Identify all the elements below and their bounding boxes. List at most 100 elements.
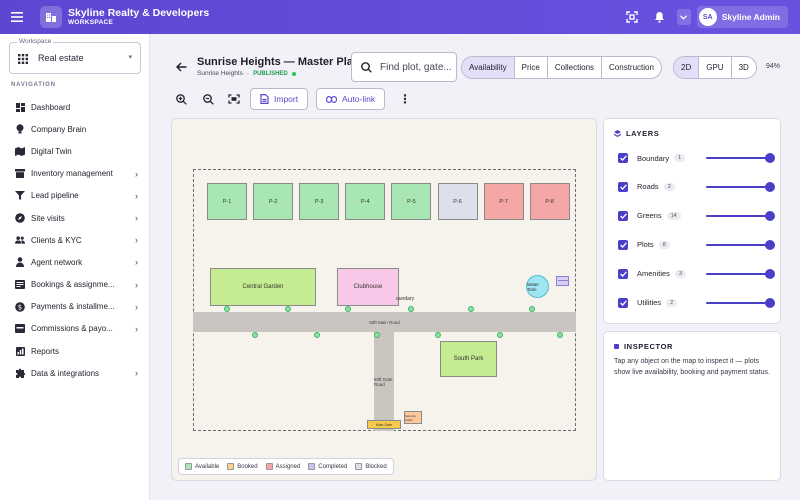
slider-knob[interactable] bbox=[765, 181, 775, 192]
nav-item-inventory-management[interactable]: Inventory management › bbox=[0, 163, 150, 185]
auto-link-button[interactable]: Auto-link bbox=[316, 88, 386, 110]
green-node[interactable] bbox=[252, 332, 258, 338]
workspace-select[interactable]: Workspace Real estate ▾ bbox=[9, 38, 141, 74]
inspector-title-text: INSPECTOR bbox=[624, 342, 674, 351]
plot-5[interactable]: P-5 bbox=[391, 183, 432, 220]
import-button[interactable]: Import bbox=[250, 88, 309, 110]
menu-button[interactable] bbox=[0, 0, 34, 34]
back-button[interactable] bbox=[173, 58, 189, 76]
security-cabin[interactable]: Security Cabin bbox=[404, 411, 422, 424]
utility-box[interactable] bbox=[556, 276, 569, 286]
tab-construction[interactable]: Construction bbox=[601, 57, 661, 78]
nav-item-dashboard[interactable]: Dashboard bbox=[0, 96, 150, 118]
green-node[interactable] bbox=[468, 306, 474, 312]
plot-label: P-3 bbox=[314, 198, 324, 205]
plot-8[interactable]: P-8 bbox=[529, 183, 570, 220]
nav-item-reports[interactable]: Reports bbox=[0, 340, 150, 362]
tab-3d[interactable]: 3D bbox=[730, 57, 756, 78]
gate-road[interactable]: 60ft Gate Road bbox=[374, 332, 394, 431]
tab-2d[interactable]: 2D bbox=[674, 57, 699, 78]
layer-checkbox[interactable] bbox=[618, 239, 628, 250]
search-icon bbox=[361, 61, 372, 73]
layer-opacity-slider[interactable] bbox=[706, 153, 775, 163]
main-road-label: 60ft Main Road bbox=[369, 319, 400, 325]
green-node[interactable] bbox=[557, 332, 563, 338]
more-options-button[interactable]: ⋮ bbox=[398, 91, 412, 107]
nav-item-lead-pipeline[interactable]: Lead pipeline › bbox=[0, 185, 150, 207]
slider-knob[interactable] bbox=[765, 210, 775, 221]
tab-price[interactable]: Price bbox=[513, 57, 547, 78]
main-gate[interactable]: Main Gate bbox=[367, 420, 401, 429]
nav-item-clients-kyc[interactable]: Clients & KYC › bbox=[0, 229, 150, 251]
green-node[interactable] bbox=[497, 332, 503, 338]
zoom-out-button[interactable] bbox=[200, 91, 216, 107]
nav-item-label: Dashboard bbox=[31, 102, 71, 112]
layer-name: Boundary bbox=[637, 153, 670, 163]
workspace-switcher-button[interactable] bbox=[676, 9, 691, 25]
south-park-label: South Park bbox=[453, 356, 484, 362]
layer-checkbox[interactable] bbox=[618, 210, 628, 221]
menu-icon bbox=[11, 12, 23, 22]
plot-2[interactable]: P-2 bbox=[253, 183, 294, 220]
nav-item-bookings[interactable]: Bookings & assignme... › bbox=[0, 274, 150, 296]
nav-item-data-integrations[interactable]: Data & integrations › bbox=[0, 362, 150, 384]
user-menu[interactable]: SA Skyline Admin bbox=[696, 6, 788, 28]
nav-item-company-brain[interactable]: Company Brain bbox=[0, 118, 150, 140]
green-node[interactable] bbox=[435, 332, 441, 338]
layer-checkbox[interactable] bbox=[618, 181, 628, 192]
map-icon bbox=[15, 146, 25, 156]
legend-swatch bbox=[265, 463, 273, 470]
tab-gpu[interactable]: GPU bbox=[698, 57, 730, 78]
slider-knob[interactable] bbox=[765, 297, 775, 308]
layer-opacity-slider[interactable] bbox=[706, 297, 775, 308]
central-garden[interactable]: Central Garden bbox=[210, 268, 316, 306]
layer-opacity-slider[interactable] bbox=[706, 239, 775, 250]
layer-opacity-slider[interactable] bbox=[706, 181, 775, 192]
layer-opacity-slider[interactable] bbox=[706, 210, 775, 221]
notifications-button[interactable] bbox=[649, 6, 671, 28]
zoom-in-button[interactable] bbox=[173, 91, 189, 107]
plot-7[interactable]: P-7 bbox=[483, 183, 524, 220]
plot-6[interactable]: P-6 bbox=[437, 183, 478, 220]
zoom-level: 94% bbox=[766, 63, 781, 70]
nav-item-digital-twin[interactable]: Digital Twin bbox=[0, 140, 150, 162]
layer-opacity-slider[interactable] bbox=[706, 268, 775, 279]
green-node[interactable] bbox=[224, 306, 230, 312]
scan-button[interactable] bbox=[621, 6, 643, 28]
nav-item-commissions[interactable]: Commissions & payo... › bbox=[0, 318, 150, 340]
layer-checkbox[interactable] bbox=[618, 268, 628, 279]
plot-4[interactable]: P-4 bbox=[345, 183, 386, 220]
plot-1[interactable]: P-1 bbox=[207, 183, 247, 220]
tab-availability[interactable]: Availability bbox=[462, 57, 514, 78]
main-road[interactable]: 60ft Main Road bbox=[193, 312, 576, 332]
nav-item-payments[interactable]: $ Payments & installme... › bbox=[0, 296, 150, 318]
layer-checkbox[interactable] bbox=[618, 153, 628, 163]
plot-3[interactable]: P-3 bbox=[299, 183, 340, 220]
search-box[interactable] bbox=[351, 52, 457, 82]
tab-collections[interactable]: Collections bbox=[546, 57, 601, 78]
slider-knob[interactable] bbox=[765, 153, 775, 163]
green-node[interactable] bbox=[285, 306, 291, 312]
water-tank[interactable]: Water Tank bbox=[526, 275, 549, 298]
nav-item-agent-network[interactable]: Agent network › bbox=[0, 251, 150, 273]
check-icon bbox=[619, 155, 627, 161]
green-node[interactable] bbox=[345, 306, 351, 312]
search-input[interactable] bbox=[380, 61, 452, 73]
green-node[interactable] bbox=[529, 306, 535, 312]
plot-label: P-7 bbox=[499, 198, 508, 205]
inspector-icon bbox=[614, 344, 619, 349]
nav-item-label: Data & integrations bbox=[31, 368, 100, 378]
green-node[interactable] bbox=[408, 306, 414, 312]
nav-item-site-visits[interactable]: Site visits › bbox=[0, 207, 150, 229]
slider-knob[interactable] bbox=[765, 268, 775, 279]
green-node[interactable] bbox=[314, 332, 320, 338]
fit-view-button[interactable] bbox=[226, 91, 242, 107]
slider-knob[interactable] bbox=[765, 239, 775, 250]
layer-checkbox[interactable] bbox=[618, 297, 628, 308]
south-park[interactable]: South Park bbox=[440, 341, 497, 377]
layers-title-text: LAYERS bbox=[626, 129, 660, 138]
clubhouse[interactable]: Clubhouse bbox=[337, 268, 399, 306]
green-node[interactable] bbox=[374, 332, 380, 338]
brand-name: Skyline Realty & Developers bbox=[68, 6, 210, 19]
